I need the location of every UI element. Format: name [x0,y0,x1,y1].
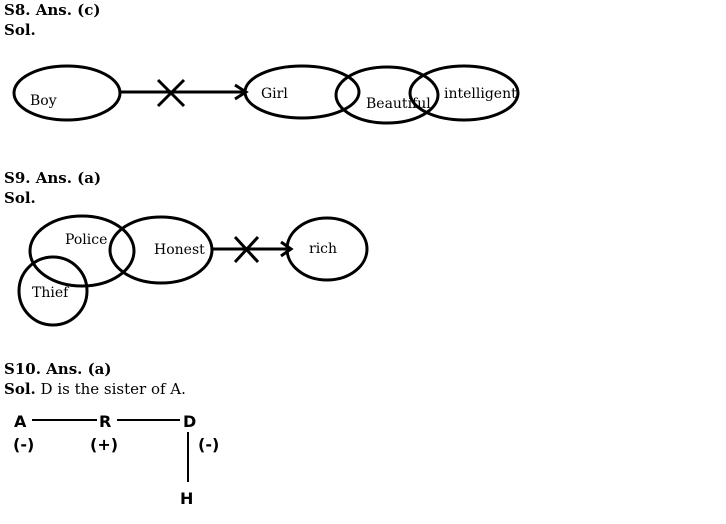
boy-label: Boy [30,93,57,109]
member-r-sign: (+) [90,435,118,454]
police-ellipse [28,214,136,288]
thief-ellipse [17,255,89,327]
thief-label: Thief [32,285,70,301]
s9-cross-mark-2 [233,235,260,264]
s10-sol-line: Sol. D is the sister of A. [4,380,186,398]
member-a: A [14,412,27,431]
s8-venn-diagram: Boy Girl Beautiful intelligent [12,64,520,125]
s8-sol-label: Sol. [4,21,36,39]
police-label: Police [65,232,107,248]
beautiful-label: Beautiful [366,96,431,112]
intelligent-ellipse [408,64,520,122]
s10-sol-label: Sol. [4,380,36,398]
member-d: D [183,412,196,431]
s10-heading: S10. Ans. (a) [4,360,112,378]
s9-venn-diagram: Police Honest Thief rich [17,214,369,327]
girl-label: Girl [261,86,288,102]
s9-sol-label: Sol. [4,189,36,207]
s9-heading: S9. Ans. (a) [4,169,102,187]
member-r: R [99,412,111,431]
member-h: H [180,489,193,508]
honest-label: Honest [154,242,205,258]
s10-conclusion: D is the sister of A. [35,380,186,398]
s8-cross-mark-2 [156,78,186,108]
girl-ellipse [243,64,361,120]
honest-rich-arrowhead [280,240,294,258]
rich-ellipse [285,216,369,282]
member-a-sign: (-) [13,435,34,454]
intelligent-label: intelligent [444,86,517,102]
s10-family-tree: A R D (-) (+) (-) H [13,412,219,508]
rich-label: rich [309,241,337,257]
beautiful-ellipse [334,65,440,125]
member-d-sign: (-) [198,435,219,454]
s8-heading: S8. Ans. (c) [4,1,101,19]
